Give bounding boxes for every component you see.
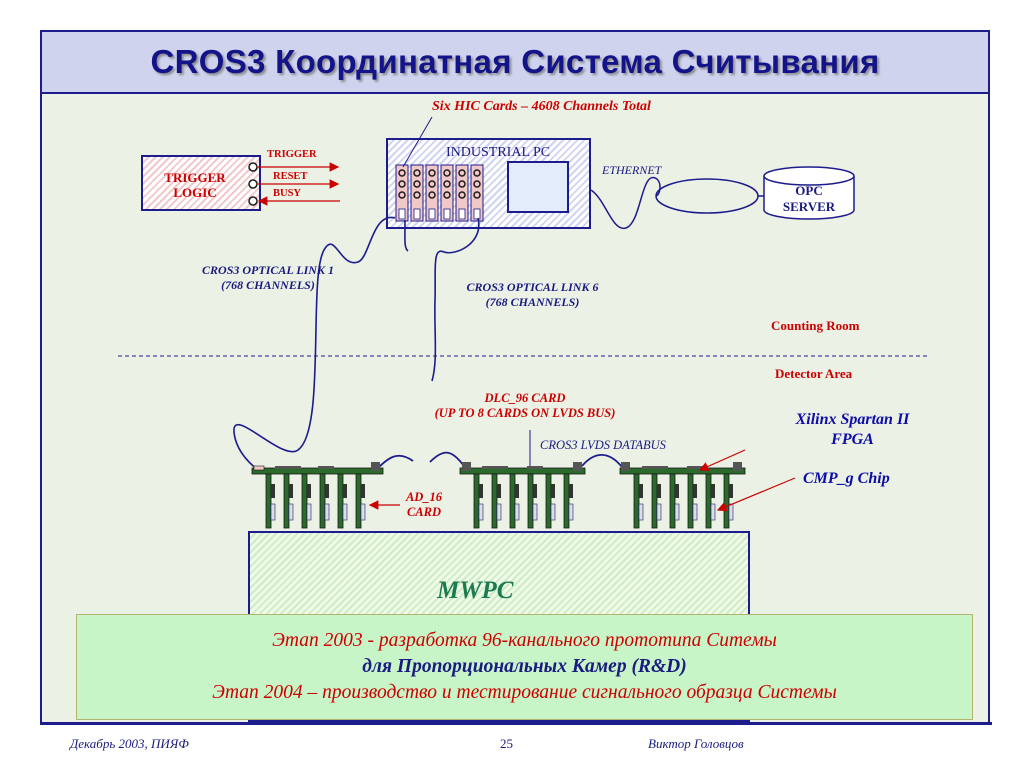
trigger-logic-label: TRIGGER LOGIC: [155, 170, 235, 200]
opc-server-label: OPC SERVER: [764, 183, 854, 215]
stage-2003-line: Этап 2003 - разработка 96-канального про…: [272, 630, 777, 651]
ad16-line1: AD_16: [405, 490, 443, 504]
dlc-card-line2: (UP TO 8 CARDS ON LVDS BUS): [434, 406, 616, 420]
ad16-card-label: AD_16 CARD: [396, 490, 452, 520]
opc-line2: SERVER: [782, 199, 836, 214]
optical-link-6-line2: (768 CHANNELS): [485, 295, 580, 309]
trigger-logic-line2: LOGIC: [173, 185, 217, 200]
footer-author: Виктор Головцов: [648, 736, 744, 751]
detector-area-label: Detector Area: [775, 366, 853, 381]
footer-date: Декабрь 2003, ПИЯФ: [70, 736, 189, 751]
industrial-pc-label: INDUSTRIAL PC: [446, 145, 551, 160]
stage-2004-line: Этап 2004 – производство и тестирование …: [212, 682, 837, 703]
optical-link-1-line1: CROS3 OPTICAL LINK 1: [202, 263, 334, 277]
title-bar: CROS3 Координатная Система Считывания: [40, 30, 990, 94]
footer-page-number: 25: [500, 736, 513, 751]
slide-title: CROS3 Координатная Система Считывания: [150, 43, 880, 80]
stage-2003-rd-line: для Пропорциональных Камер (R&D): [362, 656, 687, 677]
optical-link-1-line2: (768 CHANNELS): [221, 278, 315, 292]
reset-signal-label: RESET: [273, 171, 308, 182]
fpga-line2: FPGA: [831, 431, 874, 448]
ethernet-label: ETHERNET: [602, 163, 662, 177]
optical-link-1-label: CROS3 OPTICAL LINK 1 (768 CHANNELS): [168, 263, 368, 293]
optical-link-6-line1: CROS3 OPTICAL LINK 6: [466, 280, 599, 294]
lvds-databus-label: CROS3 LVDS DATABUS: [540, 438, 666, 452]
hic-cards: [395, 164, 484, 222]
hic-cards-label: Six HIC Cards – 4608 Channels Total: [432, 99, 651, 114]
trigger-logic-box: [141, 155, 261, 211]
stage-info-box: Этап 2003 - разработка 96-канального про…: [76, 614, 973, 720]
busy-signal-label: BUSY: [273, 188, 302, 199]
opc-server-cylinder: [763, 166, 855, 220]
opc-line1: OPC: [795, 183, 823, 198]
trigger-logic-line1: TRIGGER: [164, 170, 226, 185]
pc-monitor: [507, 161, 569, 213]
optical-link-6-label: CROS3 OPTICAL LINK 6 (768 CHANNELS): [435, 280, 630, 310]
fpga-line1: Xilinx Spartan II: [795, 411, 910, 428]
bottom-divider: [40, 722, 992, 725]
dlc-card-label: DLC_96 CARD (UP TO 8 CARDS ON LVDS BUS): [400, 391, 650, 421]
counting-room-label: Counting Room: [771, 318, 860, 333]
dlc-card-group-2: [459, 462, 586, 529]
dlc-card-group-3: [619, 462, 746, 529]
mwpc-label: MWPC: [437, 577, 514, 604]
cmp-chip-label: CMP_g Chip: [803, 470, 890, 487]
dlc-card-group-1: [251, 462, 384, 529]
fpga-label: Xilinx Spartan II FPGA: [770, 410, 935, 450]
dlc-card-line1: DLC_96 CARD: [484, 391, 566, 405]
ad16-line2: CARD: [406, 505, 442, 519]
trigger-signal-label: TRIGGER: [267, 149, 317, 160]
